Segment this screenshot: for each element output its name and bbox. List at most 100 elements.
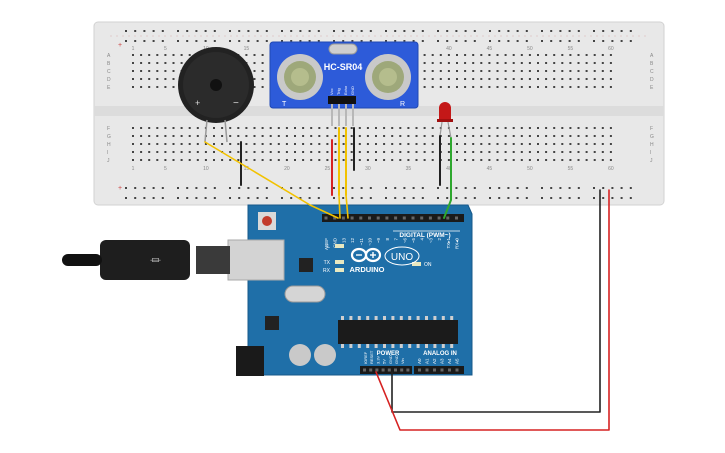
red-led[interactable] [437, 102, 453, 139]
buzzer-plus-label: + [195, 98, 200, 108]
breadboard-row-letter: F [107, 126, 110, 132]
brand-label: ARDUINO [350, 265, 385, 274]
wire-echo-to-pin11 [345, 194, 349, 219]
breadboard-column-number: 15 [244, 46, 250, 52]
analog-pin-label: A1 [425, 358, 430, 364]
breadboard-row-letter: H [650, 142, 654, 148]
piezo-buzzer[interactable]: + − [178, 47, 254, 143]
breadboard-row-letter: F [650, 126, 653, 132]
breadboard-column-number: 50 [527, 166, 533, 172]
breadboard-column-number: 1 [132, 46, 135, 52]
breadboard-row-letter: E [650, 85, 654, 91]
analog-label: ANALOG IN [423, 351, 457, 357]
breadboard-row-letter: G [650, 134, 654, 140]
wire-5v-to-rail [375, 189, 610, 431]
wire-buzzer-to-pin13 [204, 141, 339, 219]
digital-pin-label: 8 [385, 238, 390, 241]
buzzer-minus-label: − [233, 98, 239, 109]
digital-pin-label: ~11 [359, 238, 364, 246]
arduino-logo-icon [350, 247, 382, 263]
on-label: ON [424, 262, 432, 268]
analog-pin-label: A3 [440, 358, 445, 364]
breadboard-column-number: 40 [446, 46, 452, 52]
digital-pin-label: 4 [420, 238, 425, 241]
breadboard-column-number: 55 [568, 166, 574, 172]
breadboard-row-letter: B [650, 61, 654, 67]
breadboard-column-number: 30 [365, 166, 371, 172]
breadboard-row-letter: C [107, 69, 111, 75]
breadboard-row-letter: D [650, 77, 654, 83]
power-pin-label: 5V [382, 359, 387, 364]
breadboard-column-number: 60 [608, 46, 614, 52]
digital-pin-label: 12 [350, 238, 355, 244]
analog-pin-label: A5 [455, 358, 460, 364]
sensor-pin-label: Trig [336, 88, 341, 95]
analog-pin-label: A4 [447, 358, 452, 364]
sensor-pin-label: Vcc [329, 88, 334, 95]
breadboard-column-number: 35 [406, 166, 412, 172]
digital-pin-label: 7 [394, 238, 399, 241]
power-pin-label: GND [394, 355, 399, 364]
breadboard-row-letter: A [650, 53, 654, 59]
breadboard-column-number: 5 [164, 46, 167, 52]
power-pin-label: IOREF [363, 351, 368, 364]
breadboard-row-letter: A [107, 53, 111, 59]
breadboard-row-letter: J [650, 158, 653, 164]
digital-pin-label: ~9 [376, 238, 381, 244]
digital-pin-label: RX◂0 [455, 238, 460, 250]
breadboard-row-letter: I [107, 150, 108, 156]
digital-pin-label: 13 [341, 238, 346, 244]
rail-plus-mark: + [118, 42, 122, 49]
breadboard-row-letter: E [107, 85, 111, 91]
power-pin-label: 3.3V [375, 355, 380, 364]
wire-gnd-to-rail [391, 189, 601, 413]
led-rx-label: RX [323, 268, 331, 274]
power-pin-label: RESET [369, 350, 374, 364]
reset-button[interactable] [262, 216, 272, 226]
digital-pin-label: ~3 [428, 238, 433, 244]
rail-plus-mark-bottom: + [118, 185, 122, 192]
breadboard-row-letter: G [107, 134, 111, 140]
breadboard-column-number: 10 [203, 166, 209, 172]
breadboard-row-letter: H [107, 142, 111, 148]
digital-pin-label: TX▸1 [446, 238, 451, 249]
sensor-t-mark: T [282, 101, 287, 108]
wire-trig-to-pin12 [338, 194, 341, 219]
digital-pin-label: ~6 [402, 238, 407, 244]
usb-icon: ⏛ [150, 255, 161, 267]
digital-pin-label: GND [333, 237, 338, 248]
sensor-pin-label: GND [350, 86, 355, 95]
sensor-pin-label: Echo [343, 85, 348, 95]
power-pin-label: GND [388, 355, 393, 364]
breadboard-column-number: 45 [487, 46, 493, 52]
breadboard-column-number: 5 [164, 166, 167, 172]
breadboard-column-number: 40 [446, 166, 452, 172]
breadboard-column-number: 55 [568, 46, 574, 52]
breadboard-row-letter: D [107, 77, 111, 83]
model-label: UNO [391, 252, 413, 263]
wires [204, 127, 610, 431]
breadboard-column-number: 45 [487, 166, 493, 172]
digital-pin-label: ~5 [411, 238, 416, 244]
wire-led-to-pin2 [443, 137, 452, 219]
breadboard-row-letter: B [107, 61, 111, 67]
analog-pin-label: A0 [417, 358, 422, 364]
breadboard-row-letter: C [650, 69, 654, 75]
led-tx-label: TX [324, 260, 331, 266]
sensor-r-mark: R [400, 101, 405, 108]
digital-header-label: DIGITAL (PWM~) [399, 232, 450, 239]
sensor-model-label: HC-SR04 [324, 62, 363, 72]
breadboard-column-number: 25 [325, 166, 331, 172]
led-l-label: L [327, 244, 330, 250]
power-label: POWER [377, 351, 400, 357]
analog-pin-label: A2 [432, 358, 437, 364]
breadboard-row-letter: I [650, 150, 651, 156]
digital-pin-label: ~10 [368, 238, 373, 246]
